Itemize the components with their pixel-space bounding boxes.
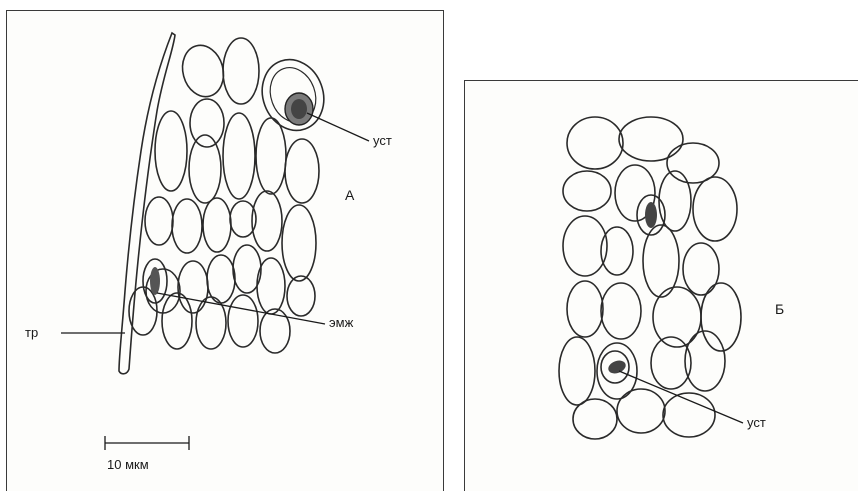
label-cells: эмж: [329, 315, 353, 330]
stoma-a: [252, 51, 333, 139]
trichome: [119, 33, 175, 374]
panel-b: Б уст: [464, 80, 858, 491]
epidermal-cells-b: [559, 117, 741, 439]
pointer-cells: [157, 293, 325, 324]
panel-a-drawing: [7, 11, 445, 492]
pointer-stoma: [307, 113, 369, 141]
scale-label: 10 мкм: [107, 457, 149, 472]
panel-a: уст А тр эмж 10 мкм: [6, 10, 444, 491]
label-stomata-b: уст: [747, 415, 766, 430]
panel-b-drawing: [465, 81, 858, 492]
stoma-b-lower: [601, 351, 629, 383]
pointer-stoma-b: [619, 371, 743, 423]
panel-letter-b: Б: [775, 301, 784, 317]
label-trichome: тр: [25, 325, 38, 340]
panel-letter-a: А: [345, 187, 354, 203]
label-stomata-a: уст: [373, 133, 392, 148]
scale-bar: [105, 436, 189, 450]
